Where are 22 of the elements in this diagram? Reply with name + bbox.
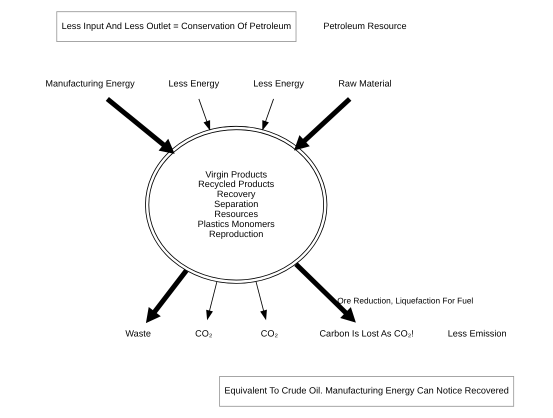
node-text: Raw Material (338, 78, 392, 88)
arrow (146, 269, 188, 324)
label: Less Emission (448, 328, 507, 338)
arrow (294, 97, 352, 151)
node-ellipse: Virgin Products Recycled Products Recovery Separation Resources Plastics Monomers Reproduction (145, 126, 328, 284)
node-text: Carbon Is Lost As CO₂! (319, 328, 414, 338)
node-text: CO₂ (195, 328, 212, 338)
node-text: Less Energy (168, 78, 220, 88)
arrow (198, 98, 210, 131)
edge-label: Ore Reduction, Liquefaction For Fuel (337, 295, 474, 306)
node-text: CO₂ (260, 328, 278, 338)
node-box: Less Input And Less Outlet = Conservation Of Petroleum (56, 11, 296, 42)
node-text: Manufacturing Energy (45, 78, 135, 88)
arrow (262, 98, 274, 131)
arrow (106, 97, 175, 154)
arrow (256, 281, 267, 320)
arrow (206, 281, 218, 320)
label: Petroleum Resource (323, 20, 407, 31)
node-text: Waste (125, 328, 151, 338)
node-text: Less Energy (253, 78, 304, 88)
arrow (294, 262, 356, 323)
node-box: Equivalent To Crude Oil. Manufacturing Energy Can Notice Recovered (219, 376, 514, 407)
